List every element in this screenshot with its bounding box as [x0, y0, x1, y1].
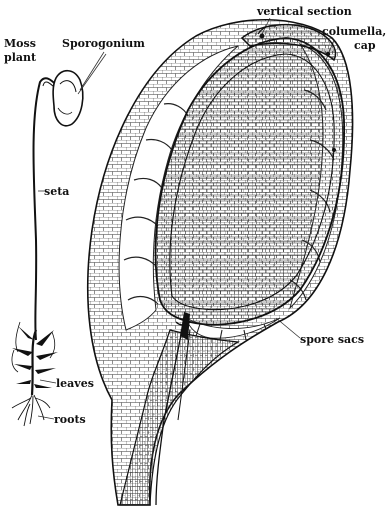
label-columella: columella, — [322, 26, 386, 38]
label-plant: plant — [4, 52, 36, 64]
label-vertical-section: vertical section — [257, 6, 352, 18]
label-sporogonium: Sporogonium — [62, 38, 145, 50]
leader-sporogonium — [80, 52, 104, 90]
label-leaves: leaves — [56, 378, 94, 390]
leader-roots — [38, 416, 54, 419]
capsule-vertical-section — [88, 20, 353, 505]
label-cap: cap — [354, 40, 376, 52]
label-spore-sacs: spore sacs — [300, 334, 364, 346]
capsule-small — [53, 71, 83, 126]
leafy-shoot — [12, 322, 58, 395]
label-roots: roots — [54, 414, 86, 426]
rhizoids — [12, 395, 50, 426]
leader-leaves — [40, 380, 56, 383]
label-seta: seta — [44, 186, 69, 198]
label-moss: Moss — [4, 38, 36, 50]
moss-plant-drawing — [12, 71, 83, 426]
